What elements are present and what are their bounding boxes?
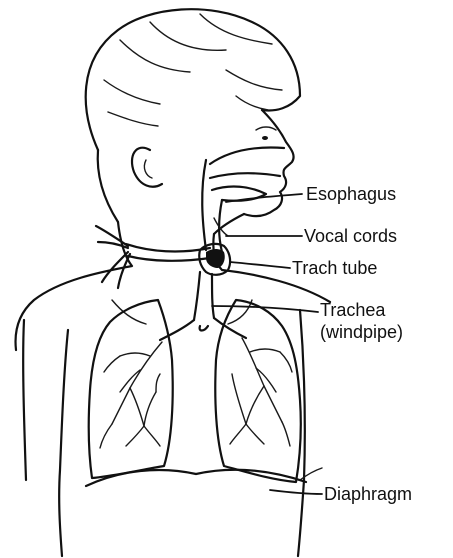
label-windpipe: (windpipe) [320,322,403,342]
label-trach-tube: Trach tube [292,258,377,278]
leader-diaphragm [270,490,322,494]
label-esophagus: Esophagus [306,184,396,204]
leader-trach-tube [230,262,290,268]
label-vocal-cords: Vocal cords [304,226,397,246]
child-head [86,9,300,234]
trach-tie [96,226,210,288]
label-diaphragm: Diaphragm [324,484,412,504]
label-trachea: Trachea [320,300,385,320]
diaphragm [86,468,322,486]
left-lung [89,300,173,478]
